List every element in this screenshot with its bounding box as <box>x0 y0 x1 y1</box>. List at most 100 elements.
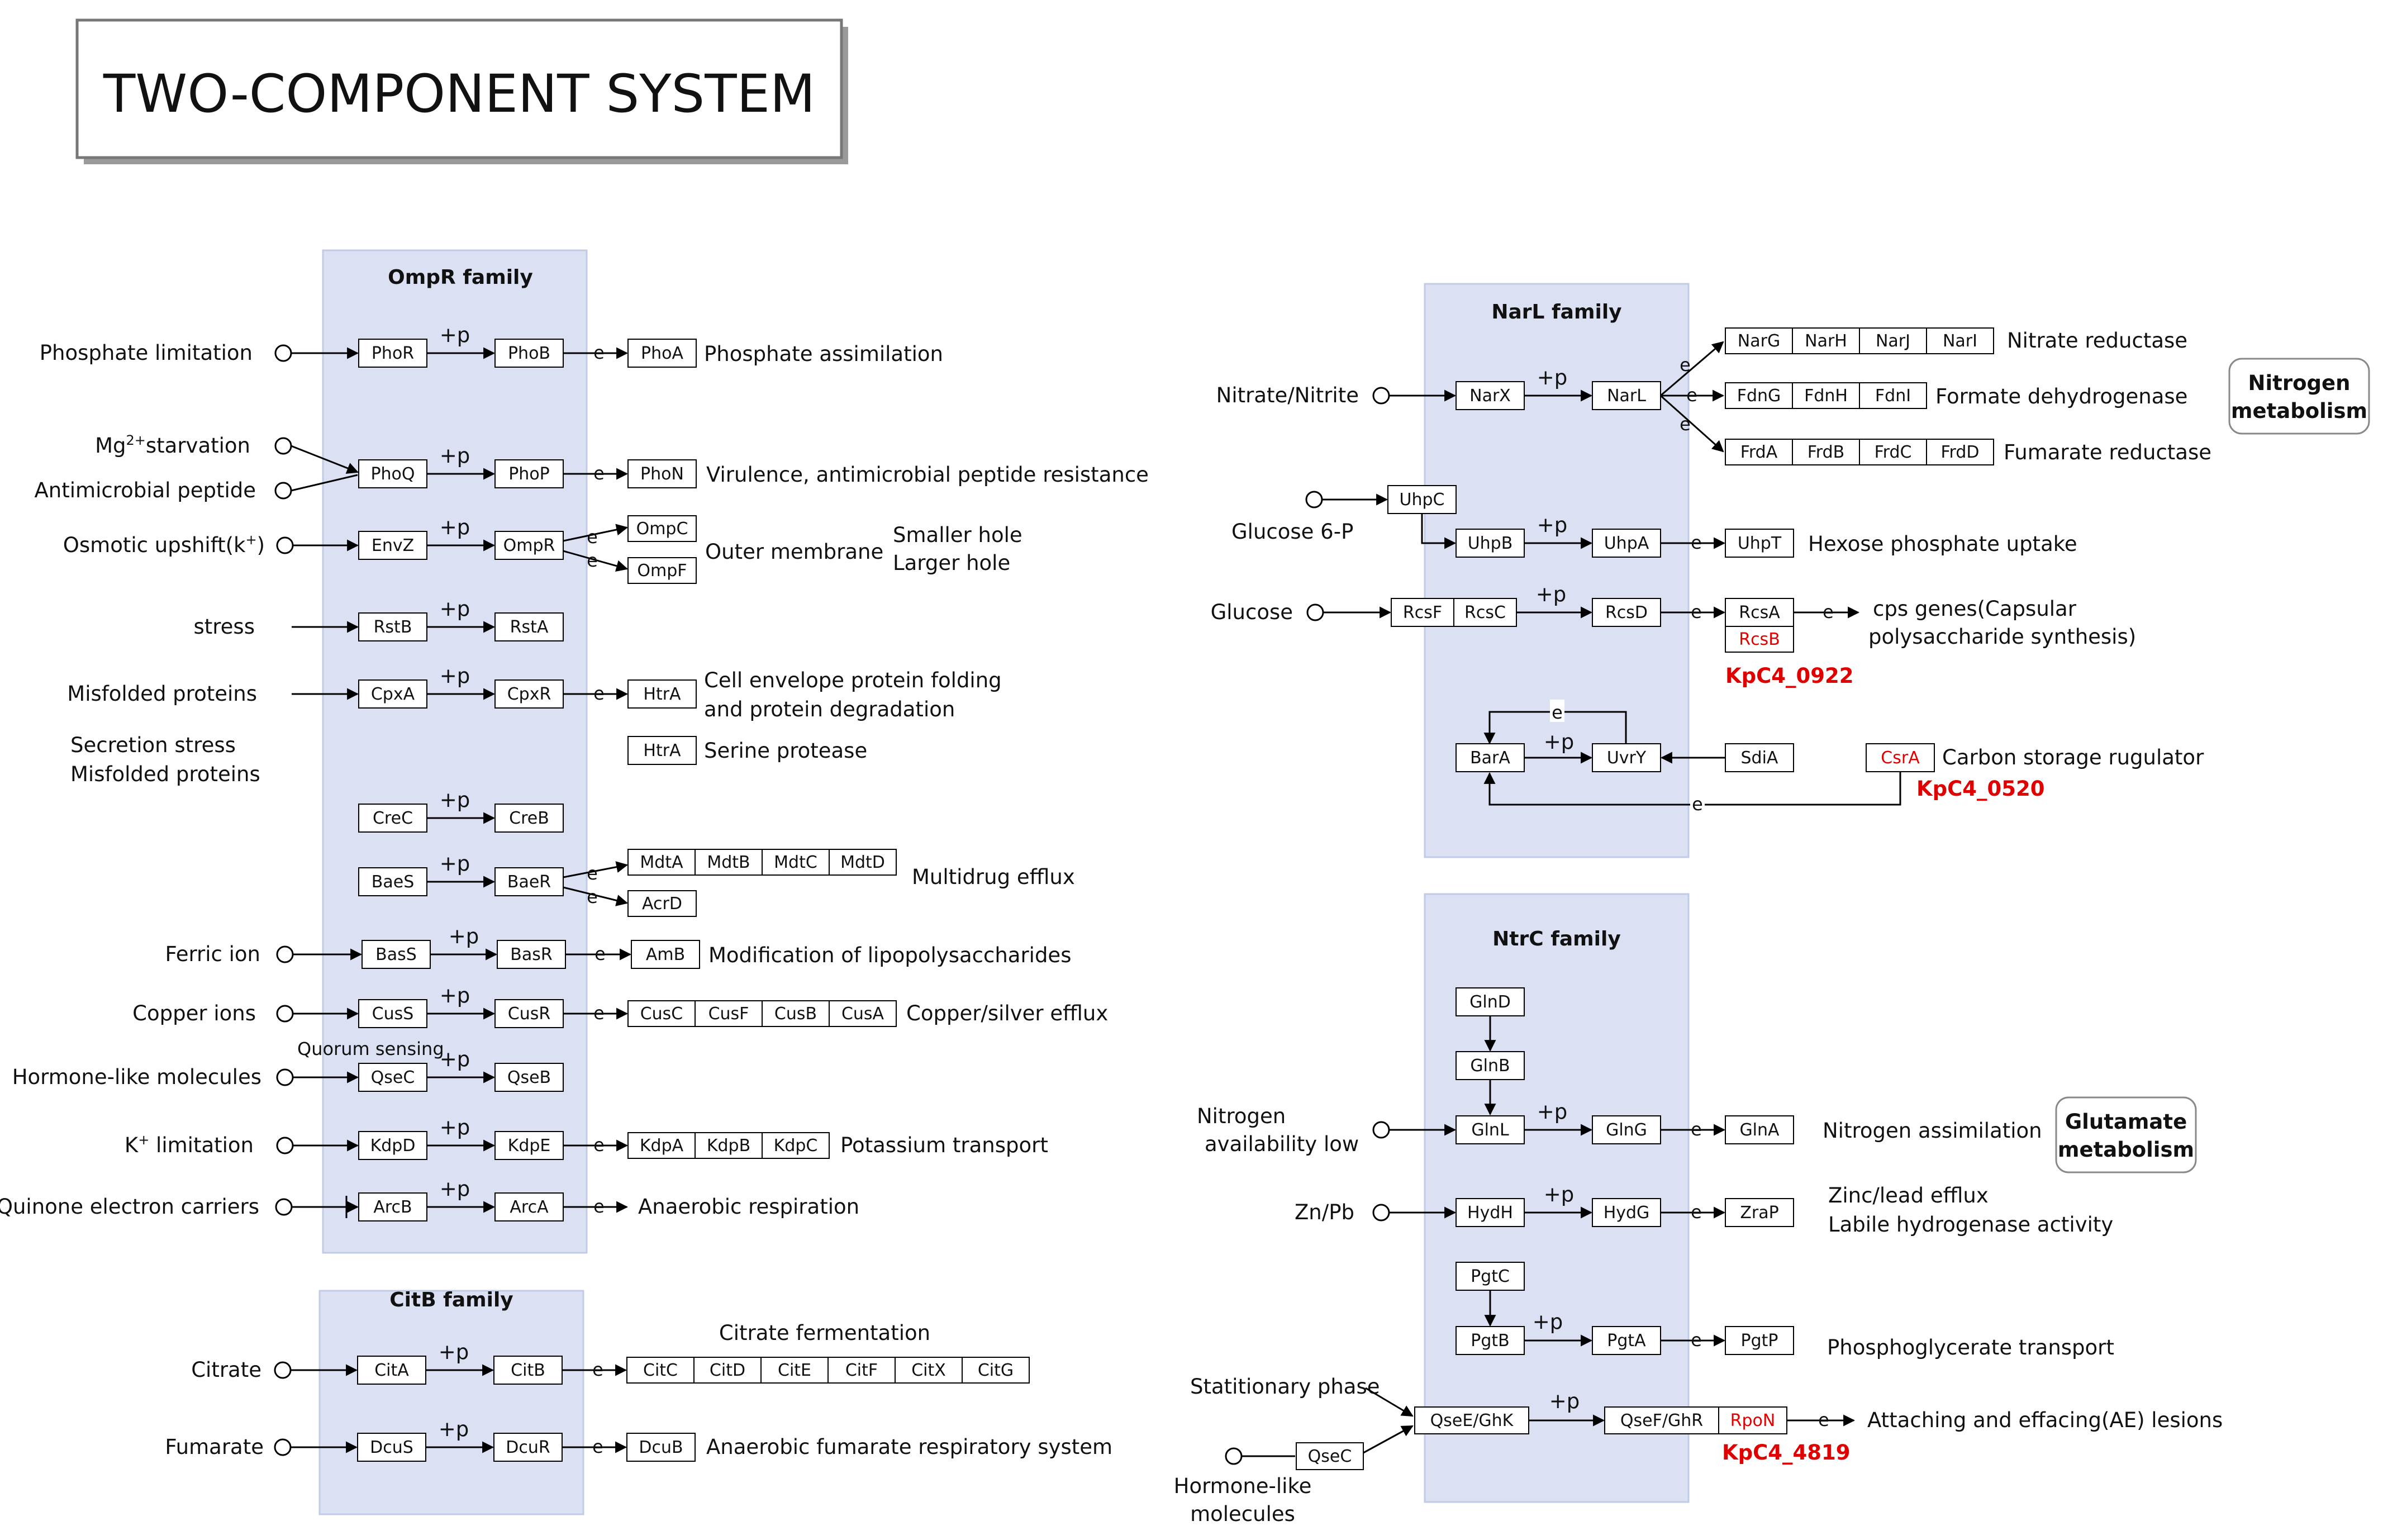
gene-box-uhpa[interactable] <box>1592 529 1661 558</box>
gene-box-qsec-ntrc[interactable] <box>1296 1442 1364 1470</box>
input-label: Hormone-like molecules <box>12 1065 261 1089</box>
gene-box-rcsb[interactable] <box>1725 626 1794 653</box>
gene-box-uhpc[interactable] <box>1387 485 1457 514</box>
phosphorylation-label: +p <box>1544 730 1575 754</box>
gene-box-kdpe[interactable] <box>494 1131 564 1160</box>
gene-box-bass[interactable] <box>362 940 431 969</box>
gene-label: FrdB <box>1808 443 1845 462</box>
gene-box-narx[interactable] <box>1456 381 1525 410</box>
gene-box-frda[interactable] <box>1725 439 1793 465</box>
gene-box-rcsf[interactable] <box>1391 598 1454 627</box>
gene-box-frdb[interactable] <box>1792 439 1860 465</box>
gene-box-hydg[interactable] <box>1592 1198 1661 1227</box>
gene-box-pgtp[interactable] <box>1725 1326 1794 1355</box>
gene-box-kdpc[interactable] <box>762 1132 830 1159</box>
gene-box-glnl[interactable] <box>1456 1115 1525 1144</box>
pathway-bass-basr: Ferric ion BasS +p BasR e AmB Modificati… <box>165 924 1071 969</box>
gene-box-qsec[interactable] <box>358 1063 427 1092</box>
gene-box-pgtc[interactable] <box>1456 1262 1525 1291</box>
gene-box-rcsc[interactable] <box>1453 598 1517 627</box>
gene-box-phop[interactable] <box>494 459 564 488</box>
gene-label: KdpE <box>508 1136 551 1156</box>
gene-box-pgtb[interactable] <box>1456 1326 1525 1355</box>
gene-box-rstb[interactable] <box>358 612 427 641</box>
gene-box-amb[interactable] <box>631 940 700 969</box>
phosphorylation-label: +p <box>440 852 470 876</box>
gene-box-uhpb[interactable] <box>1456 529 1525 558</box>
gene-box-uvry[interactable] <box>1592 743 1661 772</box>
gene-box-cite[interactable] <box>760 1357 829 1384</box>
gene-box-baer[interactable] <box>494 867 564 896</box>
gene-box-fdni[interactable] <box>1859 382 1927 409</box>
gene-box-nari[interactable] <box>1926 327 1994 354</box>
expression-label: e <box>587 863 598 884</box>
nitrogen-metabolism-map-link[interactable] <box>2228 358 2370 435</box>
gene-box-citc[interactable] <box>626 1357 695 1384</box>
gene-box-baes[interactable] <box>358 867 427 896</box>
gene-box-arcb[interactable] <box>358 1192 427 1221</box>
pathway-hydh-hydg: Zn/Pb HydH +p HydG e ZraP Zinc/lead effl… <box>1295 1182 2113 1237</box>
gene-box-qsef[interactable] <box>1604 1406 1719 1434</box>
gene-box-kdpa[interactable] <box>627 1132 696 1159</box>
gene-box-frdc[interactable] <box>1859 439 1927 465</box>
gene-box-mdtc[interactable] <box>762 849 830 876</box>
gene-box-cusc[interactable] <box>627 1000 696 1027</box>
gene-box-cusf[interactable] <box>695 1000 763 1027</box>
gene-box-mdtd[interactable] <box>829 849 897 876</box>
output-label: Potassium transport <box>840 1133 1048 1157</box>
gene-box-cusa[interactable] <box>829 1000 897 1027</box>
gene-box-glnd[interactable] <box>1456 987 1525 1016</box>
gene-box-glna[interactable] <box>1725 1115 1794 1144</box>
expression-label: e <box>592 1359 603 1380</box>
input-node <box>274 1361 292 1379</box>
gene-box-rcsd[interactable] <box>1592 598 1661 627</box>
gene-box-phor[interactable] <box>358 339 427 368</box>
gene-box-envz[interactable] <box>358 531 427 560</box>
gene-box-dcur[interactable] <box>493 1433 563 1462</box>
gene-box-citg[interactable] <box>962 1357 1030 1384</box>
glutamate-metabolism-map-link[interactable] <box>2055 1096 2197 1173</box>
gene-box-htra-2[interactable] <box>627 736 697 765</box>
ompr-family-panel <box>322 249 588 1254</box>
gene-box-narj[interactable] <box>1859 327 1927 354</box>
gene-box-phon[interactable] <box>627 459 697 488</box>
gene-box-zrap[interactable] <box>1725 1198 1794 1227</box>
gene-box-rpon[interactable] <box>1718 1406 1787 1434</box>
gene-box-ompf[interactable] <box>627 557 697 584</box>
gene-box-frdd[interactable] <box>1926 439 1994 465</box>
gene-box-qsee[interactable] <box>1414 1406 1529 1434</box>
gene-box-narh[interactable] <box>1792 327 1860 354</box>
gene-box-fdng[interactable] <box>1725 382 1793 409</box>
gene-box-creb[interactable] <box>494 804 564 833</box>
gene-box-ompc[interactable] <box>627 515 697 542</box>
gene-box-kdpd[interactable] <box>358 1131 427 1160</box>
gene-box-arca[interactable] <box>494 1192 564 1221</box>
gene-box-cuss[interactable] <box>358 999 427 1028</box>
input-node <box>274 344 292 362</box>
gene-box-uhpt[interactable] <box>1725 529 1794 558</box>
gene-box-dcus[interactable] <box>357 1433 426 1462</box>
gene-box-acrd[interactable] <box>627 890 697 917</box>
gene-box-pgta[interactable] <box>1592 1326 1661 1355</box>
gene-box-cita[interactable] <box>357 1356 426 1385</box>
ntrc-family-label: NtrC family <box>1492 928 1621 950</box>
gene-box-cpxr[interactable] <box>494 679 564 709</box>
gene-box-glnb[interactable] <box>1456 1051 1525 1080</box>
gene-box-mdta[interactable] <box>627 849 696 876</box>
gene-box-dcub[interactable] <box>626 1433 696 1462</box>
gene-box-qseb[interactable] <box>494 1063 564 1092</box>
gene-box-htra[interactable] <box>627 679 697 709</box>
gene-box-rsta[interactable] <box>494 612 564 641</box>
gene-box-cusr[interactable] <box>494 999 564 1028</box>
gene-box-narl[interactable] <box>1592 381 1661 410</box>
gene-box-sdia[interactable] <box>1725 743 1794 772</box>
gene-box-ompr[interactable] <box>494 531 564 560</box>
gene-box-citb[interactable] <box>493 1356 563 1385</box>
gene-box-cusb[interactable] <box>762 1000 830 1027</box>
gene-box-phoa[interactable] <box>627 339 697 368</box>
gene-box-crec[interactable] <box>358 804 427 833</box>
gene-box-bara[interactable] <box>1456 743 1525 772</box>
expression-label: e <box>1552 702 1563 723</box>
gene-box-csra[interactable] <box>1866 743 1935 772</box>
output-label: Carbon storage rugulator <box>1942 745 2204 769</box>
